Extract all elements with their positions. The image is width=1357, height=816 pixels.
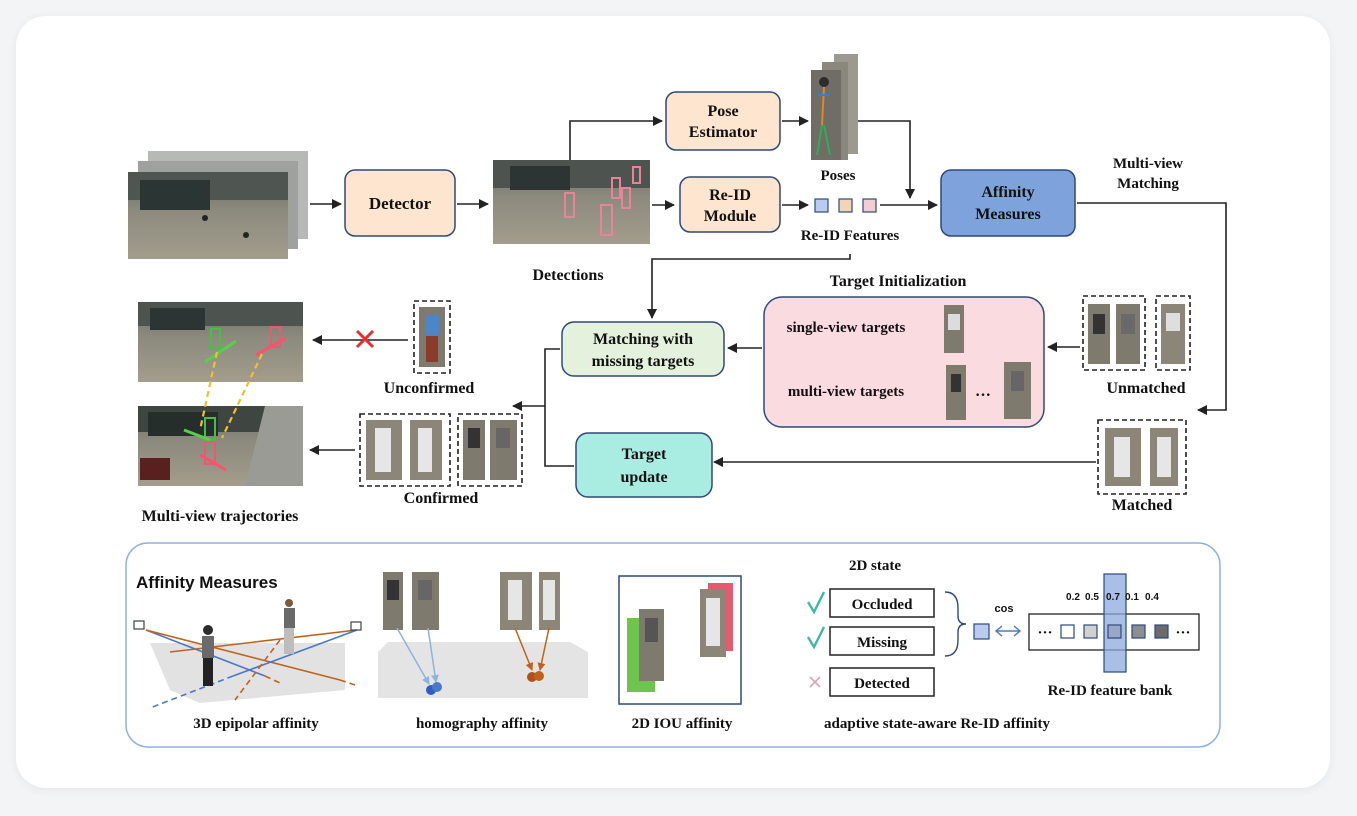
- target-update-label-2: update: [620, 469, 667, 486]
- matching-missing-label-1: Matching with: [593, 331, 693, 348]
- affinity-label-1: Affinity: [981, 184, 1034, 201]
- bank-value-3: 0.1: [1125, 592, 1139, 603]
- cos-double-arrow-icon: [994, 625, 1022, 637]
- cross-icon-detected: [809, 676, 821, 688]
- state-bracket: [944, 591, 967, 657]
- matched-label: Matched: [1112, 497, 1173, 514]
- poses-image-stack: [811, 54, 858, 160]
- pose-estimator-label-2: Estimator: [689, 124, 757, 141]
- bank-value-0: 0.2: [1066, 592, 1080, 603]
- detector-box[interactable]: Detector: [344, 169, 456, 237]
- multiview-trajectories-label: Multi-view trajectories: [142, 508, 299, 525]
- reid-module-label-1: Re-ID: [709, 187, 751, 204]
- trajectory-image-bottom: [138, 406, 303, 486]
- confirmed-label: Confirmed: [404, 490, 479, 507]
- correspondence-line-2: [221, 353, 263, 439]
- unconfirmed-label: Unconfirmed: [384, 380, 475, 397]
- state-title: 2D state: [849, 558, 901, 574]
- affinity-panel: [125, 542, 1221, 748]
- poses-label: Poses: [821, 168, 856, 184]
- affinity-measures-box[interactable]: Affinity Measures: [940, 169, 1076, 237]
- arrow-affinity-matching: [1077, 202, 1227, 415]
- multi-view-ellipsis: ···: [975, 387, 991, 404]
- single-view-targets-label: single-view targets: [787, 320, 906, 336]
- matched-crops: [1097, 419, 1187, 495]
- multi-view-targets-label: multi-view targets: [788, 384, 904, 400]
- state-detected-label: Detected: [854, 676, 910, 692]
- homography-label: homography affinity: [416, 716, 549, 732]
- reject-x-icon: [355, 329, 375, 349]
- unconfirmed-crop: [413, 300, 451, 374]
- bank-dots-right: ···: [1175, 625, 1190, 641]
- bank-value-2: 0.7: [1106, 592, 1120, 603]
- check-icon-occluded: [806, 591, 826, 615]
- matching-missing-box[interactable]: Matching with missing targets: [561, 321, 725, 377]
- epipolar-illustration: [133, 599, 362, 709]
- check-icon-missing: [806, 626, 826, 650]
- bank-value-4: 0.4: [1145, 592, 1159, 603]
- homography-illustration: [378, 572, 588, 698]
- matching-missing-label-2: missing targets: [592, 353, 695, 370]
- pose-estimator-label-1: Pose: [707, 103, 738, 120]
- target-update-label-1: Target: [622, 446, 667, 463]
- unmatched-label: Unmatched: [1106, 380, 1185, 397]
- arrow-features-missing: [647, 254, 851, 319]
- correspondence-line-1: [198, 351, 219, 431]
- input-image-stack: [128, 151, 308, 259]
- detections-label: Detections: [532, 267, 603, 284]
- multiview-matching-label-1: Multi-view: [1113, 156, 1183, 172]
- state-occluded: Occluded: [829, 588, 935, 618]
- bank-dots-left: ···: [1037, 625, 1052, 641]
- reid-module-box[interactable]: Re-ID Module: [679, 176, 781, 233]
- target-initialization-label: Target Initialization: [830, 273, 967, 290]
- bank-label: Re-ID feature bank: [1048, 683, 1173, 699]
- state-aware-label: adaptive state-aware Re-ID affinity: [824, 716, 1050, 732]
- arrow-poses-affinity: [858, 120, 915, 199]
- detector-label: Detector: [369, 194, 432, 213]
- multiview-matching-label-2: Matching: [1117, 176, 1179, 192]
- target-initialization-box[interactable]: [763, 296, 1045, 428]
- state-detected: Detected: [829, 667, 935, 697]
- state-missing: Missing: [829, 626, 935, 656]
- feature-bank: [1028, 573, 1200, 673]
- state-occluded-label: Occluded: [852, 597, 913, 613]
- state-missing-label: Missing: [857, 635, 908, 651]
- reid-features-label: Re-ID Features: [801, 228, 900, 244]
- single-view-target-crop: [944, 305, 964, 353]
- unmatched-crops: [1082, 295, 1191, 371]
- affinity-label-2: Measures: [975, 206, 1040, 223]
- multi-view-target-crops: [946, 362, 1031, 420]
- epipolar-label: 3D epipolar affinity: [193, 716, 319, 732]
- trajectory-image-top: [138, 302, 303, 382]
- cos-label: cos: [995, 603, 1014, 615]
- reid-module-label-2: Module: [704, 208, 756, 225]
- affinity-panel-title: Affinity Measures: [136, 573, 278, 592]
- bank-value-1: 0.5: [1085, 592, 1099, 603]
- query-feature-square: [973, 623, 990, 640]
- iou-illustration: [618, 575, 742, 705]
- confirmed-crops: [359, 413, 523, 487]
- reid-feature-squares: [814, 198, 877, 213]
- connector-missing-update: [544, 348, 574, 467]
- iou-label: 2D IOU affinity: [632, 716, 733, 732]
- target-update-box[interactable]: Target update: [575, 432, 713, 498]
- pose-estimator-box[interactable]: Pose Estimator: [665, 91, 781, 151]
- detections-image: [493, 160, 650, 244]
- selected-feature-column: [1103, 573, 1127, 673]
- arrow-detections-pose: [569, 116, 663, 160]
